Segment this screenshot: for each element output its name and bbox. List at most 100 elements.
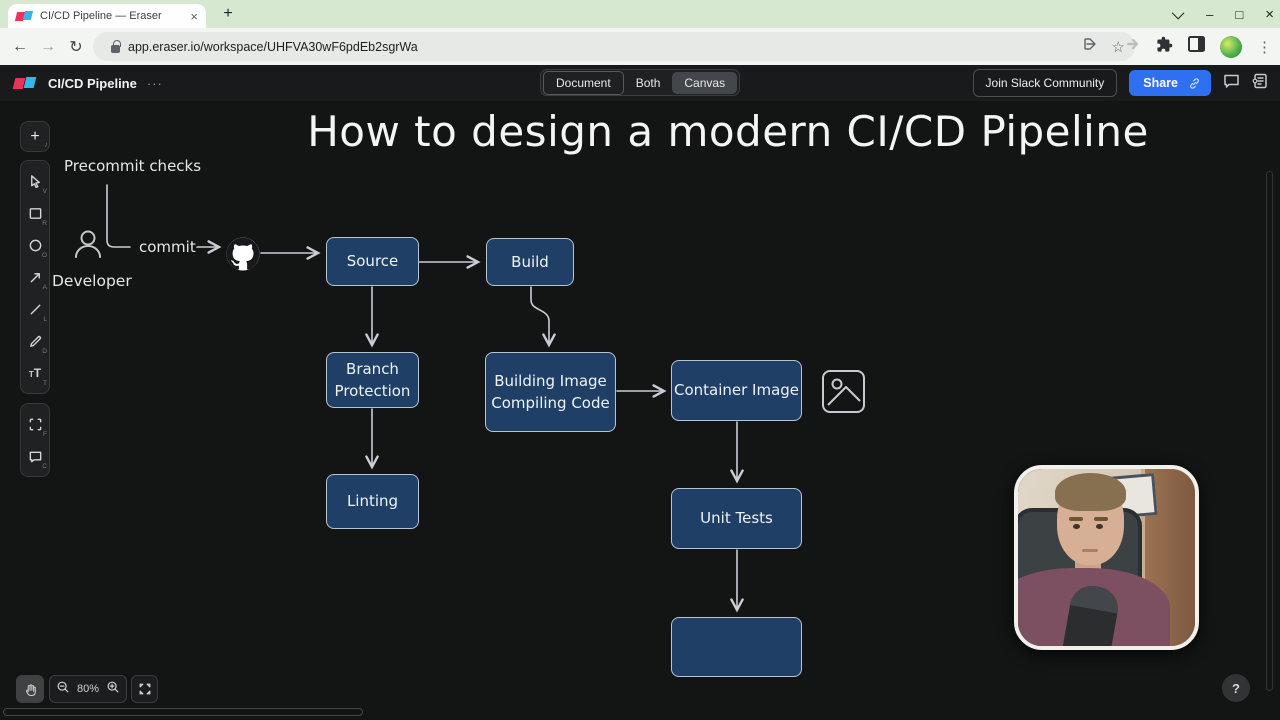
shortcut-text: T	[43, 380, 47, 387]
browser-tab-bar: CI/CD Pipeline — Eraser × + – □ ×	[0, 0, 1280, 28]
arrow-tool-button[interactable]: A	[21, 261, 49, 293]
workspace-menu-icon[interactable]: ···	[146, 75, 163, 91]
webcam-person-hair	[1055, 472, 1126, 512]
browser-menu-icon[interactable]: ⋮	[1257, 38, 1272, 56]
zoom-level[interactable]: 80%	[76, 683, 100, 695]
eraser-favicon	[14, 10, 34, 22]
share-page-icon[interactable]	[1082, 36, 1098, 57]
tab-document[interactable]: Document	[543, 70, 624, 95]
extensions-puzzle-icon[interactable]	[1156, 36, 1173, 58]
reload-button[interactable]: ↻	[69, 38, 83, 56]
notes-panel-icon[interactable]	[1252, 73, 1268, 94]
share-button[interactable]: Share	[1129, 70, 1211, 96]
view-switcher: Document Both Canvas	[540, 69, 741, 96]
shortcut-rectangle: R	[42, 220, 47, 227]
precommit-checks-label[interactable]: Precommit checks	[64, 157, 202, 175]
frame-icon	[29, 418, 41, 430]
eraser-logo	[12, 76, 37, 90]
browser-tab[interactable]: CI/CD Pipeline — Eraser ×	[8, 4, 206, 28]
edge-precommit-elbow	[106, 184, 131, 248]
tab-both[interactable]: Both	[635, 75, 661, 90]
node-build[interactable]: Build	[486, 238, 574, 286]
workspace-title[interactable]: CI/CD Pipeline	[48, 75, 137, 91]
webcam-eye	[1095, 523, 1103, 530]
share-button-label: Share	[1143, 76, 1178, 90]
extra-palette: F C	[20, 403, 50, 477]
link-icon	[1190, 77, 1199, 89]
node-unit-tests[interactable]: Unit Tests	[671, 488, 802, 549]
developer-label[interactable]: Developer	[52, 272, 132, 290]
tool-palette: V R O A L D TT	[20, 160, 50, 394]
zoom-in-button[interactable]	[106, 680, 120, 699]
webcam-eyebrow	[1069, 516, 1084, 522]
vertical-scrollbar[interactable]	[1266, 171, 1273, 691]
shortcut-frame: F	[43, 431, 47, 438]
webcam-eye	[1072, 523, 1080, 530]
webcam-mouth	[1081, 548, 1098, 553]
tab-title: CI/CD Pipeline — Eraser	[40, 10, 162, 22]
line-tool-button[interactable]: L	[21, 293, 49, 325]
tab-canvas[interactable]: Canvas	[672, 71, 738, 94]
diagram-canvas[interactable]: How to design a modern CI/CD Pipeline	[0, 101, 1280, 720]
line-icon	[30, 304, 40, 314]
hand-icon	[25, 683, 36, 696]
fit-view-button[interactable]	[131, 675, 158, 703]
plus-icon: +	[30, 127, 40, 145]
expand-icon	[139, 683, 150, 695]
webcam-overlay	[1014, 465, 1199, 650]
node-source[interactable]: Source	[326, 237, 419, 286]
browser-toolbar: ← → ↻ app.eraser.io/workspace/UHFVA30wF6…	[0, 28, 1280, 65]
comment-icon	[29, 451, 41, 462]
horizontal-scrollbar[interactable]	[3, 708, 363, 716]
profile-avatar[interactable]	[1220, 35, 1242, 58]
draw-tool-button[interactable]: D	[21, 325, 49, 357]
node-empty[interactable]	[671, 617, 802, 677]
ellipse-tool-button[interactable]: O	[21, 229, 49, 261]
url-text: app.eraser.io/workspace/UHFVA30wF6pdEb2s…	[128, 39, 418, 54]
webcam-eyebrow	[1094, 516, 1109, 522]
window-minimize-button[interactable]: –	[1206, 6, 1214, 22]
node-building-image[interactable]: Building Image Compiling Code	[485, 352, 616, 432]
node-branch-protection[interactable]: Branch Protection	[326, 352, 419, 408]
zoom-out-button[interactable]	[56, 680, 70, 699]
shortcut-line: L	[43, 316, 47, 323]
window-maximize-button[interactable]: □	[1235, 6, 1244, 22]
image-placeholder-icon	[822, 370, 865, 413]
lock-icon	[111, 39, 121, 53]
shortcut-ellipse: O	[41, 252, 47, 259]
help-button[interactable]: ?	[1222, 674, 1250, 702]
shortcut-arrow: A	[42, 284, 47, 291]
node-container-image[interactable]: Container Image	[671, 360, 802, 421]
developer-icon	[75, 230, 101, 258]
canvas-title-text[interactable]: How to design a modern CI/CD Pipeline	[307, 107, 1149, 156]
comments-icon[interactable]	[1223, 73, 1240, 94]
commit-label[interactable]: commit	[139, 238, 196, 256]
frame-tool-button[interactable]: F	[21, 408, 49, 440]
add-tool-button[interactable]: + /	[21, 122, 49, 151]
edge-build-to-buildingimage	[530, 286, 556, 348]
window-chevron-icon[interactable]	[1171, 6, 1185, 22]
window-close-button[interactable]: ×	[1265, 5, 1274, 23]
rectangle-tool-button[interactable]: R	[21, 197, 49, 229]
shortcut-select: V	[42, 188, 47, 195]
side-panel-icon[interactable]	[1188, 36, 1205, 57]
shortcut-comment: C	[42, 463, 47, 470]
select-tool-button[interactable]: V	[21, 165, 49, 197]
pencil-icon	[29, 335, 41, 347]
comment-tool-button[interactable]: C	[21, 440, 49, 472]
new-tab-button[interactable]: +	[223, 5, 233, 22]
tab-close-icon[interactable]: ×	[190, 8, 198, 24]
ellipse-icon	[29, 239, 41, 251]
forward-button[interactable]: →	[40, 37, 56, 55]
bookmark-star-icon[interactable]: ☆	[1111, 38, 1125, 56]
back-button[interactable]: ←	[12, 37, 28, 55]
extension-arrow-icon[interactable]	[1125, 36, 1141, 57]
join-slack-button[interactable]: Join Slack Community	[972, 69, 1118, 97]
node-linting[interactable]: Linting	[326, 474, 419, 529]
insert-palette: + /	[20, 121, 50, 152]
arrow-icon	[30, 272, 40, 282]
url-bar[interactable]: app.eraser.io/workspace/UHFVA30wF6pdEb2s…	[93, 32, 1135, 61]
shortcut-add: /	[45, 142, 47, 149]
pan-tool-button[interactable]	[16, 675, 44, 703]
text-tool-button[interactable]: TT T	[21, 357, 49, 389]
